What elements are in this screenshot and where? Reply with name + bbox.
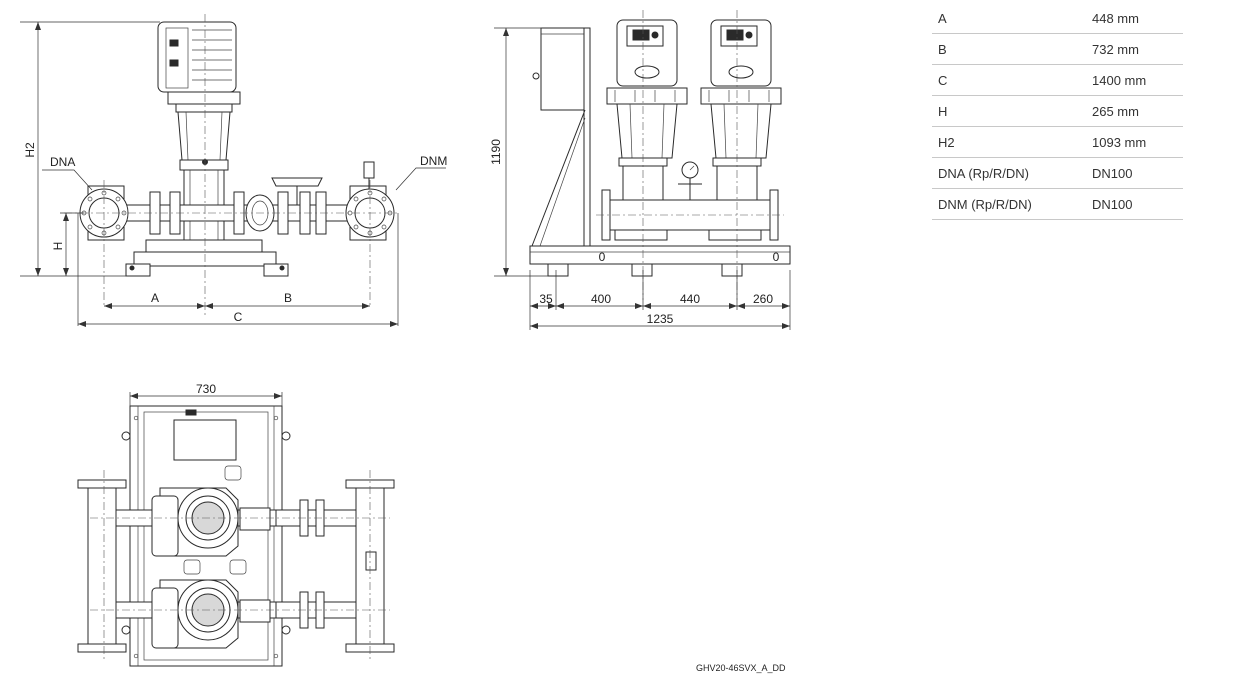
table-row: H 265 mm xyxy=(932,95,1183,127)
side-zero-right: 0 xyxy=(773,250,780,264)
top-width-label: 730 xyxy=(196,382,216,396)
dimension-value: DN100 xyxy=(1086,157,1183,189)
control-cabinet xyxy=(531,27,591,247)
dimension-label: H xyxy=(932,95,1086,127)
dimension-label: DNA (Rp/R/DN) xyxy=(932,157,1086,189)
dimension-value: 265 mm xyxy=(1086,95,1183,127)
base-frame xyxy=(125,239,289,277)
table-row: DNM (Rp/R/DN) DN100 xyxy=(932,188,1183,220)
dimension-label: H2 xyxy=(932,126,1086,158)
side-height-label: 1190 xyxy=(489,139,503,165)
dimension-value: 448 mm xyxy=(1086,3,1183,34)
side-seg-2: 400 xyxy=(591,292,611,306)
side-seg-3: 440 xyxy=(680,292,700,306)
dimension-value: DN100 xyxy=(1086,188,1183,220)
label-dna: DNA xyxy=(50,155,75,169)
dimension-value: 1093 mm xyxy=(1086,126,1183,158)
dimension-label: B xyxy=(932,33,1086,65)
label-dnm: DNM xyxy=(420,154,447,168)
pipe-manifold xyxy=(119,177,371,235)
pump-motor xyxy=(157,21,237,93)
dim-b-label: B xyxy=(284,291,292,305)
table-row: A 448 mm xyxy=(932,3,1183,34)
top-view: 730 xyxy=(77,382,395,667)
table-row: B 732 mm xyxy=(932,33,1183,65)
top-pump-2 xyxy=(151,579,271,649)
dim-h2-label: H2 xyxy=(23,142,37,158)
side-manifold xyxy=(596,161,784,241)
dim-a-label: A xyxy=(151,291,159,305)
side-zero-left: 0 xyxy=(599,250,606,264)
dim-h-label: H xyxy=(51,242,65,251)
front-view: H2 H A B C DNA DNM xyxy=(20,14,447,327)
side-view: 1190 0 0 35 400 440 260 1235 xyxy=(489,10,791,330)
drawing-code: GHV20-46SVX_A_DD xyxy=(696,663,786,673)
dimension-value: 1400 mm xyxy=(1086,64,1183,96)
dimension-label: DNM (Rp/R/DN) xyxy=(932,188,1086,220)
side-total: 1235 xyxy=(647,312,674,326)
side-seg-4: 260 xyxy=(753,292,773,306)
dim-c-label: C xyxy=(234,310,243,324)
side-base xyxy=(529,245,791,277)
dimension-value: 732 mm xyxy=(1086,33,1183,65)
side-seg-1: 35 xyxy=(539,292,553,306)
dimension-table: A 448 mm B 732 mm C 1400 mm H 265 mm H2 … xyxy=(932,3,1183,220)
top-collector-right xyxy=(275,479,395,653)
table-row: C 1400 mm xyxy=(932,64,1183,96)
table-row: DNA (Rp/R/DN) DN100 xyxy=(932,157,1183,189)
dimension-label: A xyxy=(932,3,1086,34)
dimension-label: C xyxy=(932,64,1086,96)
table-row: H2 1093 mm xyxy=(932,126,1183,158)
